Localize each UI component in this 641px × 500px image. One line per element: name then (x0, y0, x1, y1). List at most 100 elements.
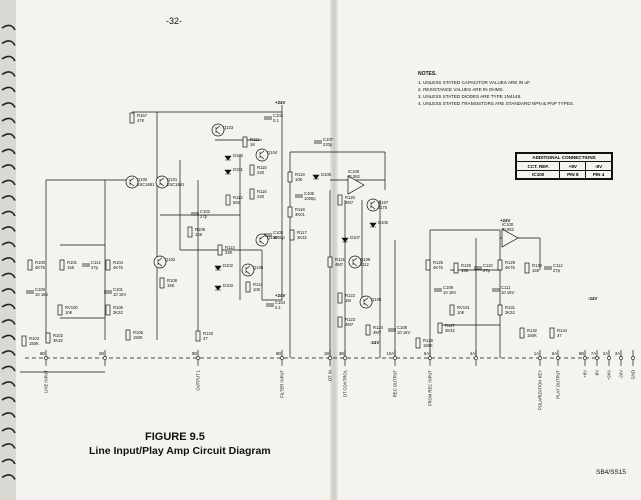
diode-symbol (312, 174, 320, 180)
component-value: 10 16V (113, 292, 126, 297)
capacitor-symbol (314, 140, 322, 144)
resistor-symbol (524, 262, 530, 274)
capacitor-symbol (388, 328, 396, 332)
component-ref: R112 (233, 195, 243, 200)
rail-label: -24V (588, 296, 597, 301)
transistor-symbol (366, 198, 380, 212)
component-ref: Q106 (267, 235, 278, 240)
component-ref: R108 (167, 278, 178, 283)
resistor-symbol (287, 206, 293, 218)
connector-contact (428, 356, 432, 360)
transistor-symbol (359, 295, 373, 309)
component-value: 15K (167, 283, 175, 288)
note-item: 4. UNLESS STATED TRANSISTORS ARE STANDAR… (418, 101, 575, 106)
transistor-symbol (155, 175, 169, 189)
component-ref: R126 (461, 263, 472, 268)
table-cell: PIN 4 (585, 169, 612, 180)
resistor-symbol (105, 259, 111, 271)
connector-pin-number: 2A (603, 351, 608, 356)
component-value: 47 (557, 333, 562, 338)
component-ref: D106 (378, 220, 389, 225)
connector-contact (280, 356, 284, 360)
component-value: TL062 (348, 174, 361, 179)
component-ref: D100 (233, 153, 244, 158)
connector-label: -8V (595, 370, 600, 377)
binding-ring (1, 86, 16, 93)
binding-ring (1, 226, 16, 232)
connector-label: +24V (607, 370, 612, 380)
connector-pin-number: 5A (424, 351, 429, 356)
component-ref: R115 (257, 165, 267, 170)
rail-label: +24V (500, 218, 510, 223)
capacitor-symbol (266, 303, 274, 307)
binding-ring (1, 241, 16, 248)
resistor-symbol (125, 329, 131, 341)
component-ref: C111 (501, 285, 511, 290)
component-value: 150K (527, 333, 537, 338)
rail-label: +24V (275, 293, 285, 298)
page-number: -32- (166, 16, 183, 26)
figure-number: FIGURE 9.5 (145, 431, 205, 443)
binding-ring (1, 427, 16, 434)
component-value: 10K (253, 287, 261, 292)
component-ref: C105 (273, 230, 284, 235)
connector-contact (538, 356, 542, 360)
component-ref: R133 (203, 331, 214, 336)
connector-label: OUTPUT 1 (196, 369, 201, 390)
resistor-symbol (365, 324, 371, 336)
resistor-symbol (159, 277, 165, 289)
component-value: 15K (461, 268, 469, 273)
binding-ring (1, 257, 16, 263)
component-value: 47 (203, 336, 208, 341)
capacitor-symbol (264, 116, 272, 120)
connector-label: FILTER INPUT (280, 370, 285, 398)
component-ref: D103 (223, 283, 234, 288)
resistor-symbol (245, 281, 251, 293)
table-header: CCT. REF. (515, 161, 561, 171)
component-ref: D101 (233, 167, 244, 172)
component-ref: R131 (505, 305, 516, 310)
component-ref: R106 (133, 330, 144, 335)
transistor-symbol (241, 263, 255, 277)
connector-contact (556, 356, 560, 360)
binding-ring (1, 412, 16, 418)
component-value: J112 (360, 262, 369, 267)
note-item: 2. RESISTANCE VALUES ARE IN OHMS. (418, 87, 504, 92)
book-spine (330, 0, 338, 500)
binding-ring (1, 381, 16, 387)
component-value: 10 16V (397, 330, 410, 335)
binding-ring (1, 334, 16, 341)
component-ref: R116 (257, 189, 267, 194)
resistor-symbol (449, 304, 455, 316)
connector-pin-number: 2B (99, 351, 104, 356)
resistor-symbol (289, 229, 295, 241)
component-value: 150K (133, 335, 143, 340)
component-value: 3K01 (295, 212, 305, 217)
component-value: 0.1 (275, 305, 281, 310)
component-ref: R120 (345, 195, 356, 200)
component-ref: R122 (345, 293, 356, 298)
component-ref: R125 (433, 260, 444, 265)
component-ref: Q107 (378, 200, 389, 205)
component-value: 10K (457, 310, 465, 315)
binding-ring (1, 443, 16, 449)
connector-contact (196, 356, 200, 360)
component-ref: R117 (297, 230, 307, 235)
capacitor-symbol (26, 290, 34, 294)
resistor-symbol (337, 194, 343, 206)
resistor-symbol (105, 304, 111, 316)
component-value: 3K32 (505, 310, 515, 315)
component-ref: D107 (350, 235, 361, 240)
connector-label: REC OUTPUT (393, 370, 398, 398)
component-ref: Q104 (267, 150, 278, 155)
binding-ring (1, 272, 16, 279)
binding-ring (1, 148, 16, 155)
connector-pin-number: 6B (40, 351, 45, 356)
diode-symbol (214, 285, 222, 291)
component-value: 4K75 (433, 265, 443, 270)
component-value: 5K6 (233, 200, 241, 205)
component-ref: R105 (113, 305, 124, 310)
resistor-symbol (195, 330, 201, 342)
resistor-symbol (249, 188, 255, 200)
resistor-symbol (59, 259, 65, 271)
